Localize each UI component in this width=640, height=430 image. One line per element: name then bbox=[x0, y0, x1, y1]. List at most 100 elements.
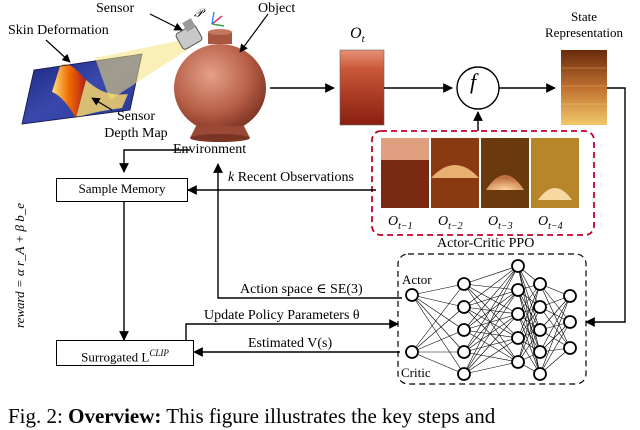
nn-edge bbox=[411, 283, 465, 353]
nn-node bbox=[533, 323, 547, 337]
nn-edge bbox=[463, 306, 519, 315]
nn-edge bbox=[411, 294, 465, 331]
nn-edge bbox=[411, 329, 465, 353]
recent-observations-label: k Recent Observations bbox=[228, 170, 354, 185]
nn-edge bbox=[463, 265, 519, 331]
state-representation-label: State Representation bbox=[545, 9, 623, 40]
nn-edge bbox=[463, 361, 519, 375]
nn-node bbox=[457, 300, 471, 314]
nn-node bbox=[405, 345, 419, 359]
sensor-depth-map-label: Sensor Depth Map bbox=[104, 109, 168, 141]
nn-edge bbox=[539, 295, 571, 375]
reward-label: reward = α r_A + β b_e bbox=[12, 203, 27, 328]
nn-edge bbox=[517, 283, 541, 339]
nn-edge bbox=[463, 265, 519, 353]
sensor-label: Sensor bbox=[96, 1, 135, 16]
nn-edge bbox=[463, 313, 519, 353]
nn-edge bbox=[463, 265, 519, 308]
nn-edge bbox=[517, 265, 541, 353]
recent-observations-box bbox=[371, 130, 595, 236]
nn-node bbox=[457, 367, 471, 381]
nn-edge bbox=[463, 306, 519, 363]
nn-node bbox=[457, 323, 471, 337]
obs-label-2: Ot−2 bbox=[438, 214, 463, 232]
update-policy-label: Update Policy Parameters θ bbox=[204, 308, 360, 323]
actor-critic-box bbox=[397, 253, 587, 385]
nn-edge bbox=[463, 337, 519, 375]
nn-edge bbox=[539, 306, 571, 349]
environment-label: Environment bbox=[173, 142, 247, 157]
action-space-label: Action space ∈ SE(3) bbox=[240, 282, 363, 297]
ot-label: Ot bbox=[350, 25, 365, 46]
nn-edge bbox=[463, 283, 519, 339]
nn-node bbox=[457, 345, 471, 359]
object-label: Object bbox=[258, 1, 296, 16]
obs-label-3: Ot−3 bbox=[488, 214, 513, 232]
nn-node bbox=[511, 355, 525, 369]
nn-edge bbox=[539, 295, 571, 331]
actor-critic-title: Actor-Critic PPO bbox=[437, 236, 535, 251]
nn-edge bbox=[539, 283, 571, 323]
ot-image bbox=[339, 49, 385, 126]
actor-label: Actor bbox=[402, 272, 432, 287]
nn-edge bbox=[411, 306, 465, 353]
skin-pointer bbox=[45, 39, 71, 63]
nn-edge bbox=[539, 321, 571, 353]
obs-tile-1 bbox=[381, 138, 429, 208]
surrogated-loss-box: Surrogated LCLIP bbox=[56, 340, 194, 366]
estimated-v-label: Estimated V(s) bbox=[248, 336, 333, 351]
sample-memory-box: Sample Memory bbox=[56, 178, 188, 202]
figure-caption: Fig. 2: Overview: This figure illustrate… bbox=[8, 404, 496, 428]
nn-edge bbox=[517, 313, 541, 353]
sensor-pointer bbox=[149, 13, 183, 31]
obs-tile-4 bbox=[531, 138, 579, 208]
nn-node bbox=[533, 367, 547, 381]
nn-node bbox=[563, 341, 577, 355]
nn-node bbox=[533, 300, 547, 314]
nn-edge bbox=[517, 313, 541, 375]
obs-label-1: Ot−1 bbox=[388, 214, 413, 232]
nn-edge bbox=[463, 351, 519, 363]
nn-edge bbox=[411, 351, 465, 375]
nn-edge bbox=[517, 289, 541, 353]
nn-node bbox=[533, 277, 547, 291]
nn-edge bbox=[463, 337, 519, 353]
state-representation-image bbox=[561, 50, 607, 125]
critic-label: Critic bbox=[401, 365, 431, 380]
nn-edge bbox=[463, 265, 519, 285]
nn-edge bbox=[517, 265, 541, 331]
nn-edge bbox=[463, 265, 519, 375]
object-pot-image bbox=[174, 29, 266, 142]
f-label: f bbox=[470, 69, 477, 94]
nn-node bbox=[563, 315, 577, 329]
nn-edge bbox=[411, 294, 465, 375]
action-to-env-arrow bbox=[213, 163, 402, 299]
nn-edge bbox=[463, 283, 519, 291]
nn-node bbox=[511, 307, 525, 321]
nn-edge bbox=[539, 321, 571, 375]
nn-edge bbox=[517, 283, 541, 363]
nn-node bbox=[511, 331, 525, 345]
nn-edge bbox=[463, 329, 519, 339]
nn-edge bbox=[517, 289, 541, 375]
nn-edge bbox=[517, 265, 541, 308]
nn-edge bbox=[411, 294, 465, 308]
nn-edge bbox=[539, 283, 571, 349]
nn-edge bbox=[463, 313, 519, 331]
obs-tile-2 bbox=[431, 138, 479, 208]
nn-node bbox=[405, 288, 419, 302]
state-to-ppo-arrow bbox=[585, 87, 626, 327]
sensor-image bbox=[175, 11, 225, 50]
nn-edge bbox=[517, 289, 541, 331]
nn-edge bbox=[411, 294, 465, 353]
nn-edge bbox=[539, 295, 571, 353]
nn-node bbox=[563, 289, 577, 303]
object-pointer bbox=[239, 13, 269, 53]
nn-edge bbox=[517, 306, 541, 363]
nn-edge bbox=[463, 283, 519, 363]
nn-node bbox=[457, 277, 471, 291]
nn-edge bbox=[463, 306, 519, 339]
skin-deformation-label: Skin Deformation bbox=[8, 23, 109, 38]
nn-edge bbox=[463, 289, 519, 375]
